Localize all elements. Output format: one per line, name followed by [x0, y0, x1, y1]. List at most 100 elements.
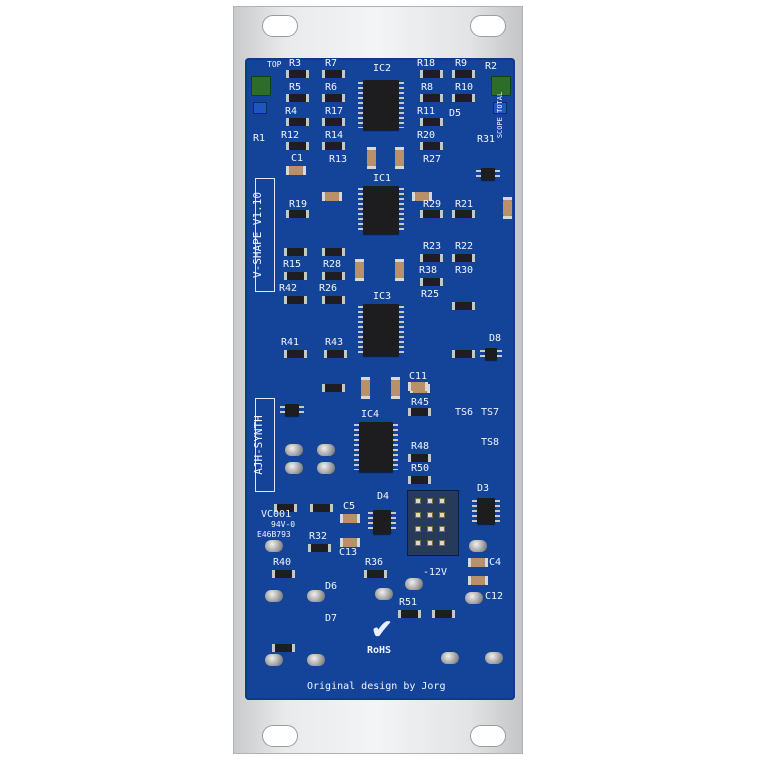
chip-label-ic4: IC4	[361, 409, 380, 420]
resistor	[452, 94, 475, 102]
label-r52: R48	[411, 441, 430, 452]
trimmer-label-top: TOP	[267, 60, 282, 69]
label-r18: R18	[417, 58, 436, 69]
label-r12: R12	[281, 130, 300, 141]
capacitor	[468, 576, 488, 585]
label-d3: D3	[477, 483, 490, 494]
resistor	[322, 248, 345, 256]
resistor	[284, 296, 307, 304]
resistor	[322, 296, 345, 304]
label-r43: R43	[325, 337, 344, 348]
transistor-d8	[480, 348, 502, 360]
label-r14: R14	[325, 130, 344, 141]
capacitor	[503, 197, 512, 219]
label-ts8: TS8	[481, 437, 500, 448]
solder-joint	[285, 444, 303, 456]
solder-joint	[465, 592, 483, 604]
resistor	[408, 454, 431, 462]
solder-joint	[307, 590, 325, 602]
resistor	[398, 610, 421, 618]
trimmer-r2	[491, 76, 511, 96]
resistor	[420, 118, 443, 126]
header-pin	[439, 526, 445, 532]
label-d4: D4	[377, 491, 390, 502]
trimmer-label-r1: R1	[253, 133, 266, 144]
label-c1: C1	[291, 153, 304, 164]
capacitor	[408, 382, 428, 391]
chip-label-ic3: IC3	[373, 291, 392, 302]
resistor	[272, 570, 295, 578]
chip-ic4	[354, 422, 398, 472]
solder-joint	[285, 462, 303, 474]
label-r25: R25	[421, 289, 440, 300]
rohs-check-icon: ✔	[371, 614, 393, 644]
solder-joint	[307, 654, 325, 666]
resistor	[286, 142, 309, 150]
header-pin	[415, 540, 421, 546]
trimmer-r1	[251, 76, 271, 96]
label-r29: R29	[423, 199, 442, 210]
resistor	[308, 544, 331, 552]
solder-joint	[265, 654, 283, 666]
solder-joint	[485, 652, 503, 664]
resistor	[420, 254, 443, 262]
label-ts7: TS7	[481, 407, 500, 418]
resistor	[322, 70, 345, 78]
label-r38: R38	[419, 265, 438, 276]
resistor	[452, 70, 475, 78]
resistor	[420, 278, 443, 286]
transistor-q1	[280, 404, 304, 416]
resistor	[452, 254, 475, 262]
header-pin	[439, 540, 445, 546]
capacitor	[412, 192, 432, 201]
resistor	[322, 118, 345, 126]
label-r41: R41	[281, 337, 300, 348]
label-r21: R21	[455, 199, 474, 210]
brand-frame	[255, 398, 275, 492]
resistor	[452, 302, 475, 310]
capacitor	[367, 147, 376, 169]
resistor	[310, 504, 333, 512]
chip-label-ic1: IC1	[373, 173, 392, 184]
header-pin	[439, 512, 445, 518]
label-r42: R42	[279, 283, 298, 294]
resistor	[324, 350, 347, 358]
resistor	[408, 476, 431, 484]
capacitor	[468, 558, 488, 567]
label-r22: R22	[455, 241, 474, 252]
resistor	[284, 272, 307, 280]
header-pin	[415, 526, 421, 532]
label-r33: R32	[309, 531, 328, 542]
credit-text: Original design by Jorg	[307, 681, 446, 692]
label-r8: R8	[421, 82, 434, 93]
resistor	[420, 210, 443, 218]
resistor	[284, 248, 307, 256]
mounting-slot-bottom-left	[262, 725, 298, 747]
solder-joint	[441, 652, 459, 664]
resistor	[272, 644, 295, 652]
solder-joint	[265, 540, 283, 552]
label-r53: R45	[411, 397, 430, 408]
diode-d3	[472, 498, 500, 524]
capacitor	[322, 192, 342, 201]
solder-joint	[317, 444, 335, 456]
capacitor	[355, 259, 364, 281]
marking-e46b793: E46B793	[257, 530, 291, 539]
label-r10: R10	[455, 82, 474, 93]
chip-ic2	[358, 80, 404, 130]
label-r20: R20	[417, 130, 436, 141]
resistor	[322, 384, 345, 392]
label-r40: R51	[399, 597, 418, 608]
resistor	[322, 142, 345, 150]
label-r32: R36	[365, 557, 384, 568]
solder-joint	[405, 578, 423, 590]
resistor	[286, 210, 309, 218]
resistor	[432, 610, 455, 618]
header-pin	[427, 540, 433, 546]
capacitor	[361, 377, 370, 399]
label-r13: R13	[329, 154, 348, 165]
label-c13: C13	[339, 547, 358, 558]
resistor	[420, 142, 443, 150]
label-r11: R11	[417, 106, 436, 117]
module-name-frame	[255, 178, 275, 292]
